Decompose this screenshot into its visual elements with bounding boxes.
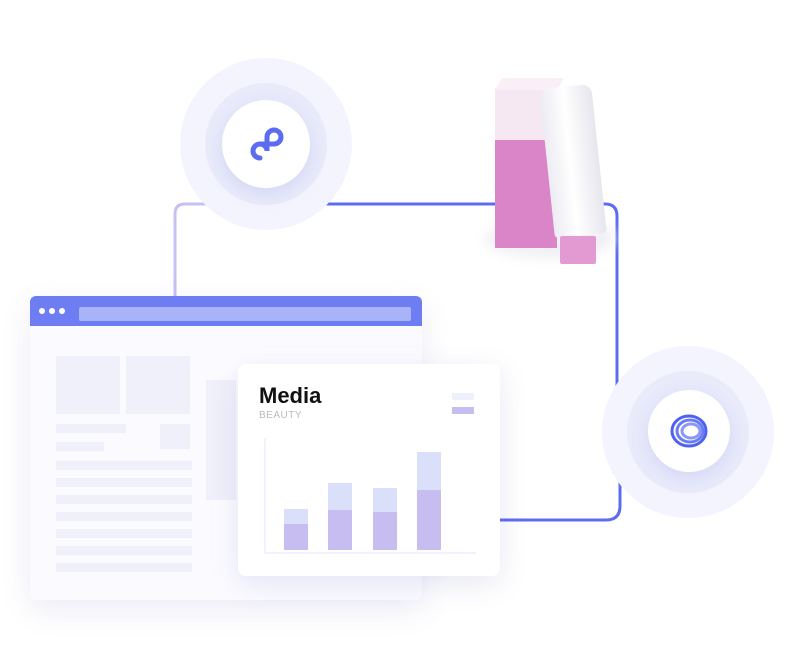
placeholder-line bbox=[56, 442, 104, 451]
bar-segment-dark bbox=[417, 490, 441, 550]
window-dot-icon bbox=[49, 308, 55, 314]
card-subtitle: BEAUTY bbox=[259, 410, 303, 421]
product-cap bbox=[560, 236, 596, 264]
window-dot-icon bbox=[59, 308, 65, 314]
legend-dark bbox=[452, 407, 474, 414]
link-logo-icon bbox=[250, 127, 284, 161]
top-node bbox=[222, 100, 310, 188]
placeholder-block bbox=[160, 424, 190, 449]
bar bbox=[373, 488, 397, 550]
bar-segment-dark bbox=[373, 512, 397, 550]
bar bbox=[417, 452, 441, 550]
bar-segment-dark bbox=[328, 510, 352, 550]
spiral-logo-icon bbox=[670, 414, 708, 448]
product-image bbox=[485, 78, 615, 278]
bar-chart bbox=[264, 438, 476, 554]
placeholder-line bbox=[56, 563, 192, 572]
bar bbox=[328, 483, 352, 550]
address-bar bbox=[79, 307, 411, 321]
placeholder-line bbox=[56, 512, 192, 521]
placeholder-line bbox=[56, 546, 192, 555]
placeholder-line bbox=[56, 424, 126, 433]
placeholder-line bbox=[56, 495, 192, 504]
bar bbox=[284, 509, 308, 550]
window-dot-icon bbox=[39, 308, 45, 314]
right-node bbox=[648, 390, 730, 472]
card-title: Media bbox=[259, 383, 322, 408]
placeholder-line bbox=[56, 478, 192, 487]
placeholder-block bbox=[126, 356, 190, 414]
placeholder-line bbox=[56, 529, 192, 538]
bar-segment-dark bbox=[284, 524, 308, 550]
legend-light bbox=[452, 393, 474, 400]
placeholder-block bbox=[56, 356, 120, 414]
placeholder-block bbox=[206, 380, 236, 500]
media-card: Media BEAUTY bbox=[238, 364, 500, 576]
placeholder-line bbox=[56, 461, 192, 470]
browser-titlebar bbox=[30, 296, 422, 326]
